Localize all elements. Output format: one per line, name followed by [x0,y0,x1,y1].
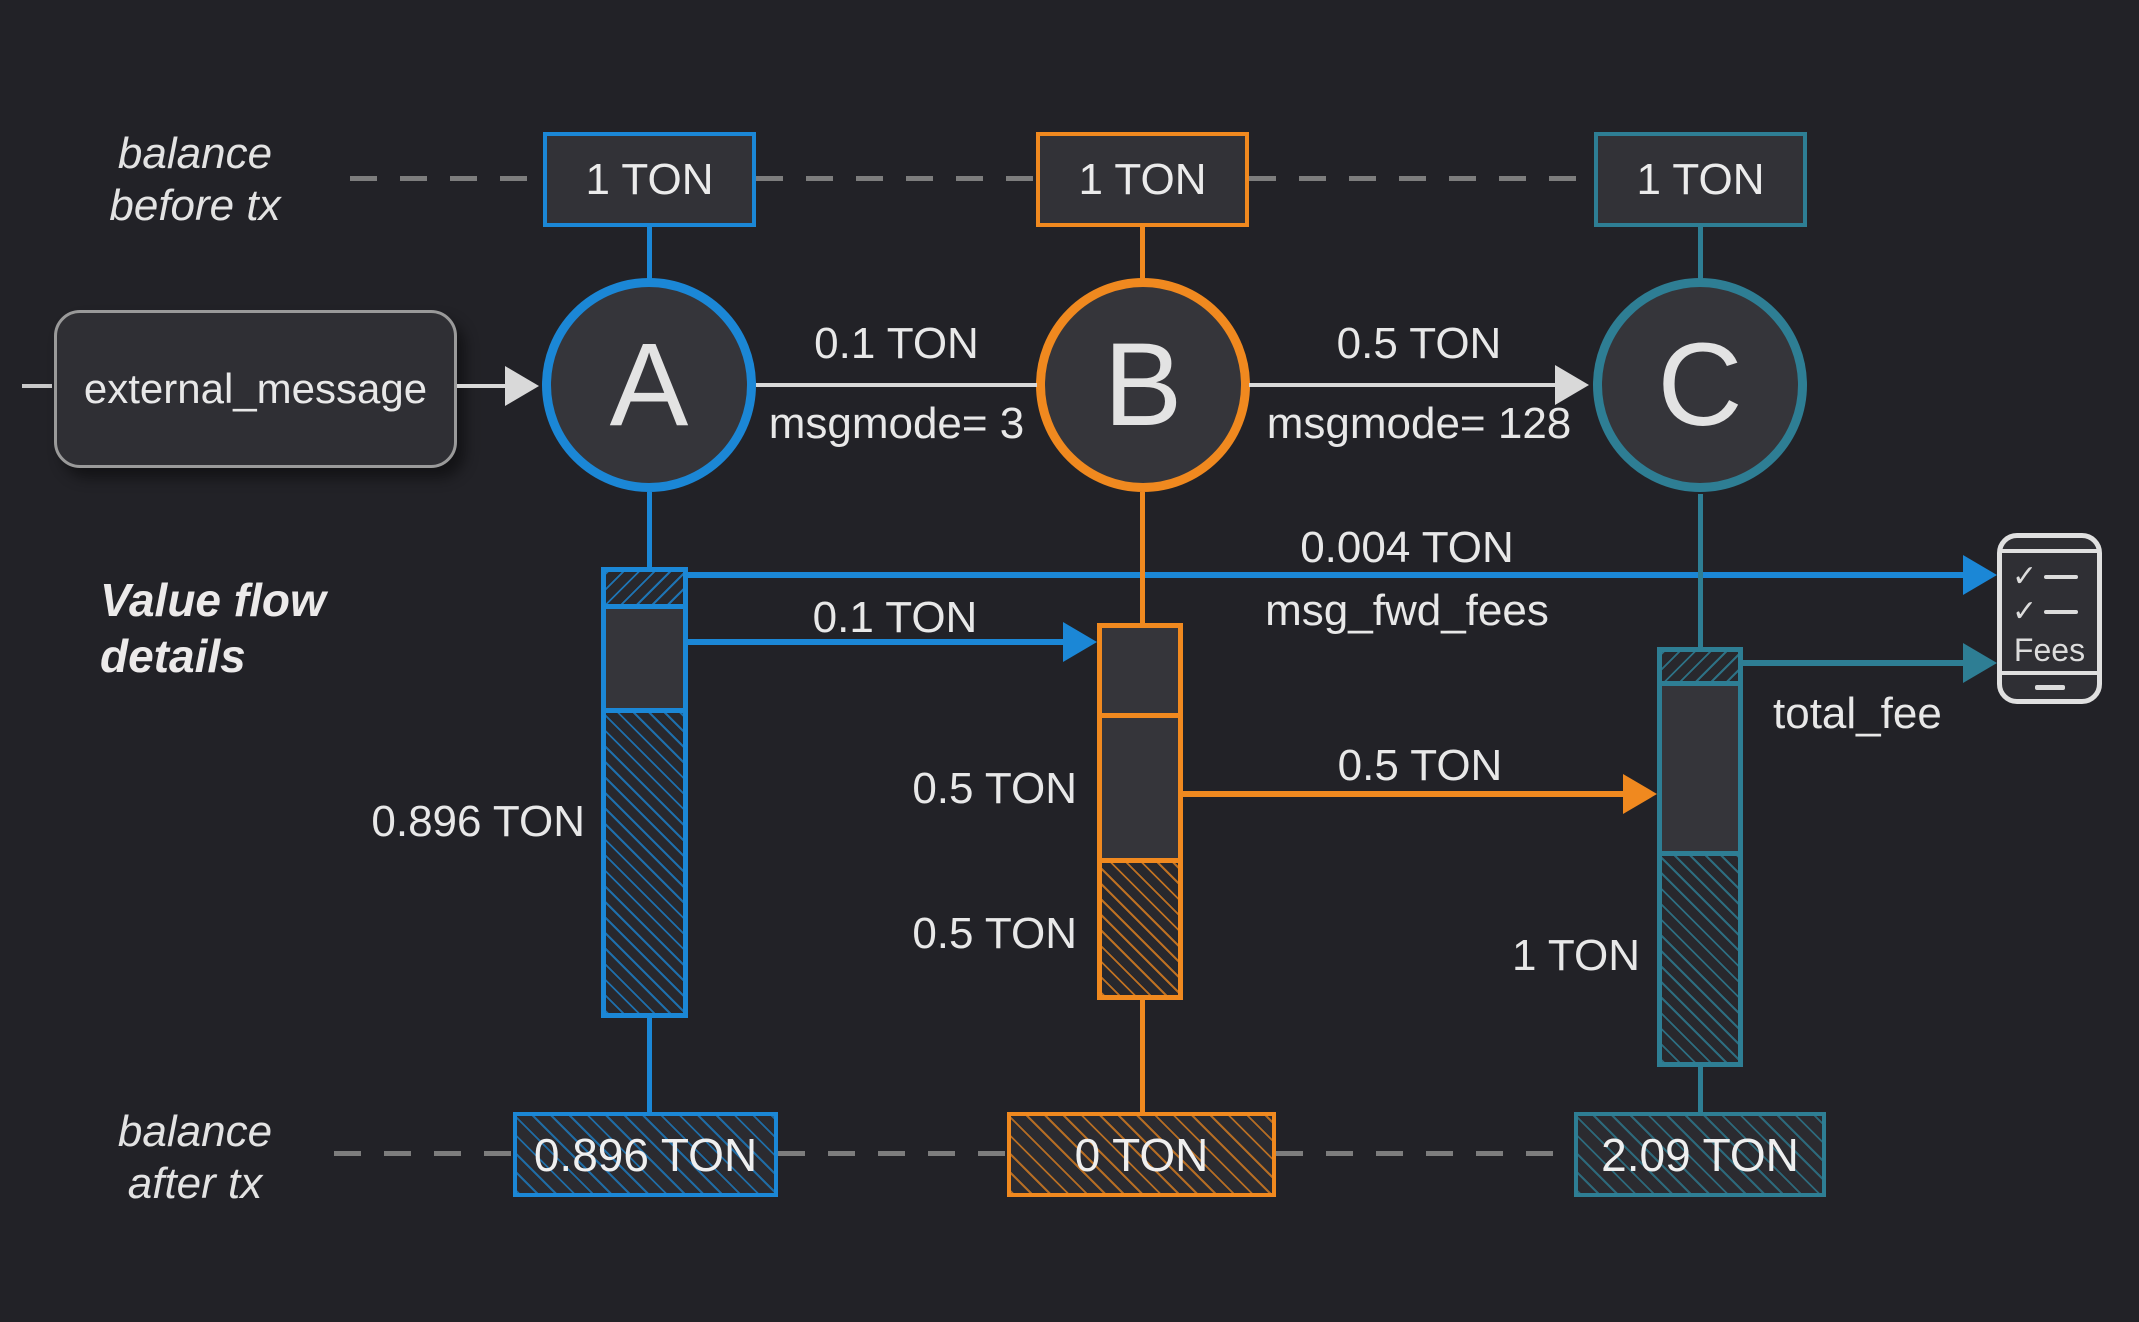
balance-before-line2: before tx [109,180,281,230]
message-b-c-arrowhead-icon [1555,365,1589,405]
line-item-dash-icon [2044,610,2079,614]
axis-c-lower [1698,1067,1703,1112]
bar-a-fee-segment [606,572,683,604]
account-letter-c: C [1657,319,1743,451]
account-node-a: A [542,278,756,492]
balance-after-value-a: 0.896 TON [533,1128,758,1181]
checkmark-icon: ✓ [2012,560,2038,593]
message-line-b-c [1249,383,1555,387]
fees-check-row: ✓ [2012,562,2087,592]
dashed-guide-top-3 [1249,176,1594,181]
flow-a-b-arrowhead-icon [1063,622,1097,662]
axis-a-lower [647,1018,652,1112]
flow-a-b-amount: 0.1 TON [812,593,978,642]
msg-fwd-fees-arrowhead-icon [1963,555,1997,595]
value-bar-c [1657,647,1743,1067]
bar-c-balance-segment [1662,851,1738,1062]
balance-after-value-b: 0 TON [1074,1128,1209,1181]
balance-after-box-b: 0 TON [1007,1112,1276,1197]
axis-b-lower [1140,1000,1145,1112]
balance-before-value-b: 1 TON [1078,154,1207,204]
balance-after-line2: after tx [127,1158,263,1208]
value-flow-label: Value flow details [100,572,326,684]
connector-c-top [1698,227,1703,281]
balance-before-label: balance before tx [60,128,330,232]
fees-icon-label: Fees [2013,632,2086,668]
balance-after-box-c: 2.09 TON [1574,1112,1826,1197]
account-letter-b: B [1103,319,1183,451]
message-a-b-mode: msgmode= 3 [768,399,1025,448]
dashed-guide-bottom-3 [1276,1151,1574,1156]
flow-b-c-amount: 0.5 TON [1337,741,1503,790]
balance-before-box-b: 1 TON [1036,132,1249,227]
line-item-dash-icon [2044,575,2079,579]
bar-c-received-segment [1662,681,1738,851]
total-fee-label: total_fee [1773,689,1942,738]
fees-icon-bottom-divider [2002,671,2097,699]
balance-after-line1: balance [117,1107,273,1156]
dashed-guide-top-2 [756,176,1036,181]
dashed-guide-bottom-1 [334,1151,513,1156]
value-bar-b [1097,623,1183,1000]
bar-a-remaining-value: 0.896 TON [371,797,585,846]
bar-b-received-segment [1102,628,1178,713]
msg-fwd-fees-label: msg_fwd_fees [1265,586,1549,635]
message-b-c-amount: 0.5 TON [1336,319,1502,368]
msg-fwd-fees-line [688,572,1963,578]
total-fee-arrowhead-icon [1963,643,1997,683]
external-arrow-line [457,384,505,388]
fees-check-row: ✓ [2012,597,2087,627]
bar-c-received-value: 1 TON [1512,931,1640,980]
external-message-box: external_message [54,310,457,468]
axis-c-upper [1698,494,1703,647]
balance-before-box-c: 1 TON [1594,132,1807,227]
fees-icon-top-divider [2002,538,2097,553]
dashed-guide-bottom-2 [778,1151,1007,1156]
bar-a-remaining-segment [606,708,683,1013]
flow-b-c-arrowhead-icon [1623,774,1657,814]
bar-b-burned-value: 0.5 TON [912,909,1077,958]
balance-after-box-a: 0.896 TON [513,1112,778,1197]
external-arrowhead-icon [505,366,539,406]
msg-fwd-fees-amount: 0.004 TON [1300,523,1514,572]
total-dash-icon [2034,684,2065,690]
axis-b-upper [1140,492,1145,623]
connector-b-top [1140,227,1145,281]
message-a-b-amount: 0.1 TON [814,319,979,368]
fees-icon-checklist: ✓ ✓ Fees [2002,553,2097,669]
lead-dash [22,384,52,388]
account-node-c: C [1593,278,1807,492]
balance-before-box-a: 1 TON [543,132,756,227]
bar-b-forwarded-value: 0.5 TON [912,764,1077,813]
balance-after-label: balance after tx [55,1106,335,1210]
flow-a-b-line [688,639,1065,645]
message-line-a-b [756,383,1037,387]
balance-before-value-c: 1 TON [1636,154,1765,204]
bar-b-forwarded-segment [1102,713,1178,858]
connector-a-top [647,227,652,281]
value-flow-line2: details [100,630,246,683]
dashed-guide-top-1 [350,176,543,181]
account-node-b: B [1036,278,1250,492]
account-letter-a: A [609,319,689,451]
fees-receipt-icon: ✓ ✓ Fees [1997,533,2102,704]
bar-c-fee-segment [1662,652,1738,681]
external-message-label: external_message [83,365,428,412]
balance-before-value-a: 1 TON [585,154,714,204]
flow-b-c-line [1183,791,1623,797]
axis-a-upper [647,492,652,567]
balance-before-line1: balance [117,129,273,178]
message-b-c-mode: msgmode= 128 [1266,399,1572,448]
value-flow-line1: Value flow [100,574,326,626]
value-bar-a [601,567,688,1018]
balance-after-value-c: 2.09 TON [1601,1128,1799,1181]
bar-b-burned-segment [1102,858,1178,995]
bar-a-sent-segment [606,604,683,708]
checkmark-icon: ✓ [2012,595,2038,628]
total-fee-line [1743,660,1963,666]
